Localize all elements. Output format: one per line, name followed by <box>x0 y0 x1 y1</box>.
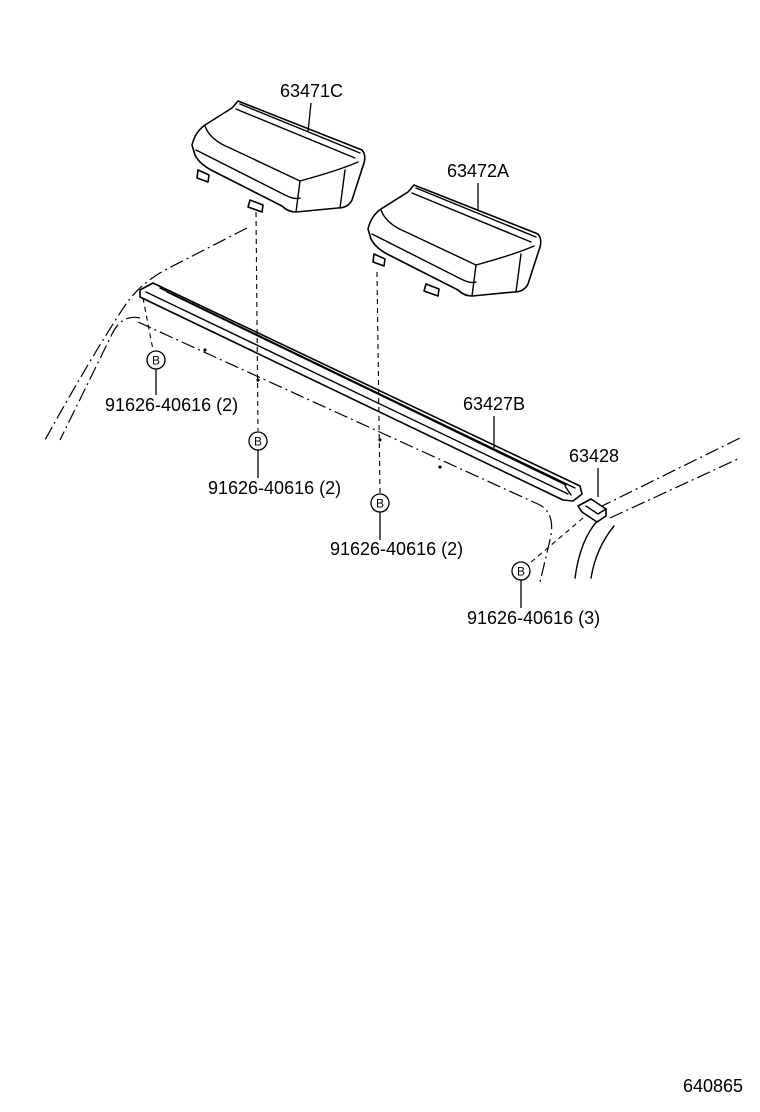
cover-left-lower-edge <box>195 149 301 200</box>
roof-right-upper-edge <box>597 437 741 509</box>
cover-right-front-edge <box>380 209 535 266</box>
clip-detail <box>585 505 607 515</box>
cover-left-corner-2 <box>339 169 346 209</box>
fastener-4-label: 91626-40616 (3) <box>467 608 600 628</box>
assembly-line-4 <box>529 517 584 564</box>
fastener-callouts: B 91626-40616 (2) B 91626-40616 (2) B 91… <box>105 350 600 628</box>
mount-hole-2 <box>256 378 260 382</box>
label-cover-left: 63471C <box>280 81 343 101</box>
cover-left-tab-2 <box>247 199 264 213</box>
cover-left <box>191 100 366 213</box>
cover-left-tab-1 <box>196 169 210 183</box>
roof-rail <box>139 282 583 502</box>
callouts: 63471C 63472A 63427B 63428 <box>280 81 619 497</box>
fastener-1: B 91626-40616 (2) <box>105 350 238 415</box>
fastener-2-marker: B <box>254 435 262 449</box>
label-clip: 63428 <box>569 446 619 466</box>
fastener-3: B 91626-40616 (2) <box>330 493 463 559</box>
fastener-1-marker: B <box>152 354 160 368</box>
fastener-4-marker: B <box>517 565 525 579</box>
diagram-id: 640865 <box>683 1076 743 1096</box>
fastener-2-label: 91626-40616 (2) <box>208 478 341 498</box>
cover-right-tab-1 <box>372 253 386 267</box>
cover-left-body <box>191 100 366 213</box>
fastener-1-label: 91626-40616 (2) <box>105 395 238 415</box>
cover-right-rim-2 <box>411 192 532 243</box>
cover-right-lower-edge <box>371 233 477 284</box>
assembly-lines <box>142 211 584 564</box>
fastener-3-marker: B <box>376 497 384 511</box>
mount-hole-3 <box>378 438 382 442</box>
roof-right-pillar-inner <box>590 525 615 579</box>
cover-left-rim-2 <box>235 108 356 159</box>
cover-right-tab-2 <box>423 283 440 297</box>
rail-body <box>139 282 583 502</box>
roof-left-outer-edge <box>44 227 248 441</box>
cover-right-rim-1 <box>415 187 537 238</box>
roof-left-inner-edge <box>59 316 141 441</box>
mount-hole-1 <box>203 348 207 352</box>
assembly-line-1 <box>142 297 154 351</box>
assembly-line-3 <box>376 271 381 494</box>
cover-left-corner-1 <box>295 180 301 213</box>
roof-main-edge <box>137 321 553 583</box>
cover-right-corner-2 <box>515 253 522 293</box>
cover-left-front-edge <box>204 125 359 182</box>
rail-end-clip <box>577 498 607 523</box>
leader-cover-left <box>307 102 312 133</box>
roof-outline <box>44 227 741 583</box>
rail-end-detail <box>564 485 572 496</box>
cover-left-rim-1 <box>239 103 361 154</box>
rail-groove <box>166 291 567 486</box>
mount-hole-4 <box>438 465 442 469</box>
fastener-2: B 91626-40616 (2) <box>208 431 341 498</box>
rail-inner-line-1 <box>145 291 569 495</box>
label-cover-right: 63472A <box>447 161 509 181</box>
cover-right-corner-1 <box>471 264 477 297</box>
label-rail: 63427B <box>463 394 525 414</box>
cover-right <box>367 184 542 297</box>
roof-right-pillar-outer <box>574 519 599 579</box>
cover-right-body <box>367 184 542 297</box>
fastener-3-label: 91626-40616 (2) <box>330 539 463 559</box>
assembly-line-2 <box>255 211 259 432</box>
fastener-4: B 91626-40616 (3) <box>467 561 600 628</box>
roof-right-lower-edge <box>609 457 741 519</box>
